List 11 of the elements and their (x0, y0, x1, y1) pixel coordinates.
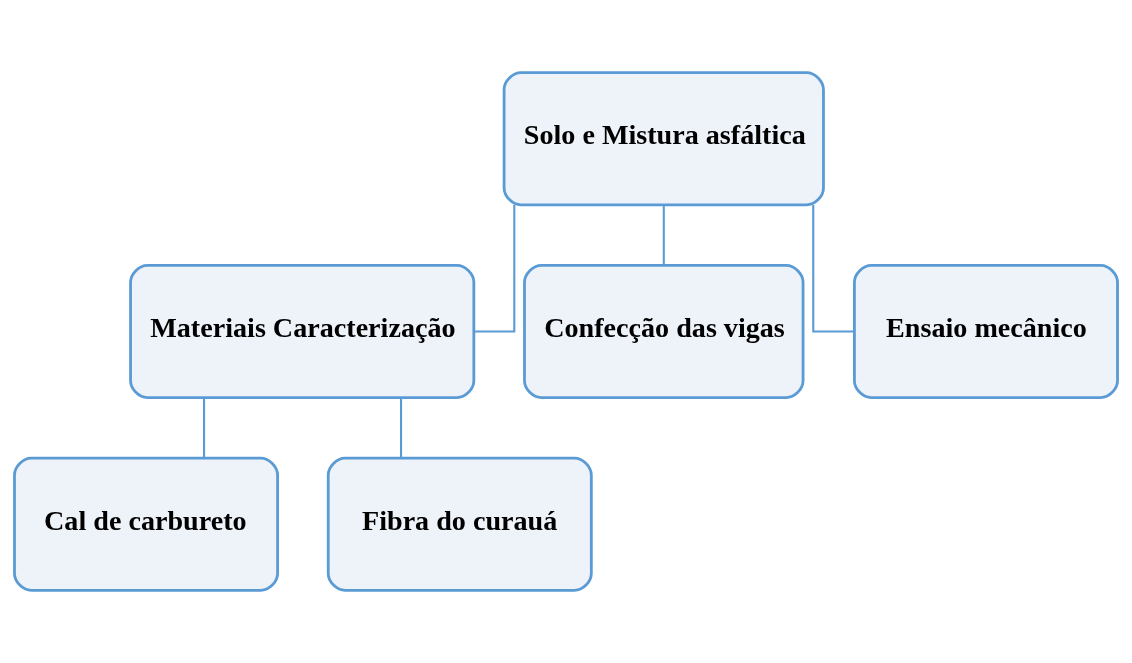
node-box: Cal de carbureto (13, 456, 279, 592)
connector (812, 205, 855, 333)
node-box: Ensaio mecânico (853, 263, 1119, 400)
connector (400, 397, 403, 458)
node-box: Solo e Mistura asfáltica (502, 71, 825, 207)
node-box: Fibra do curauá (326, 456, 593, 592)
connector (203, 397, 206, 458)
connector (473, 205, 516, 333)
node-box: Materiais Caracterização (129, 263, 476, 400)
connector (662, 205, 665, 266)
node-box: Confecção das vigas (523, 263, 805, 400)
